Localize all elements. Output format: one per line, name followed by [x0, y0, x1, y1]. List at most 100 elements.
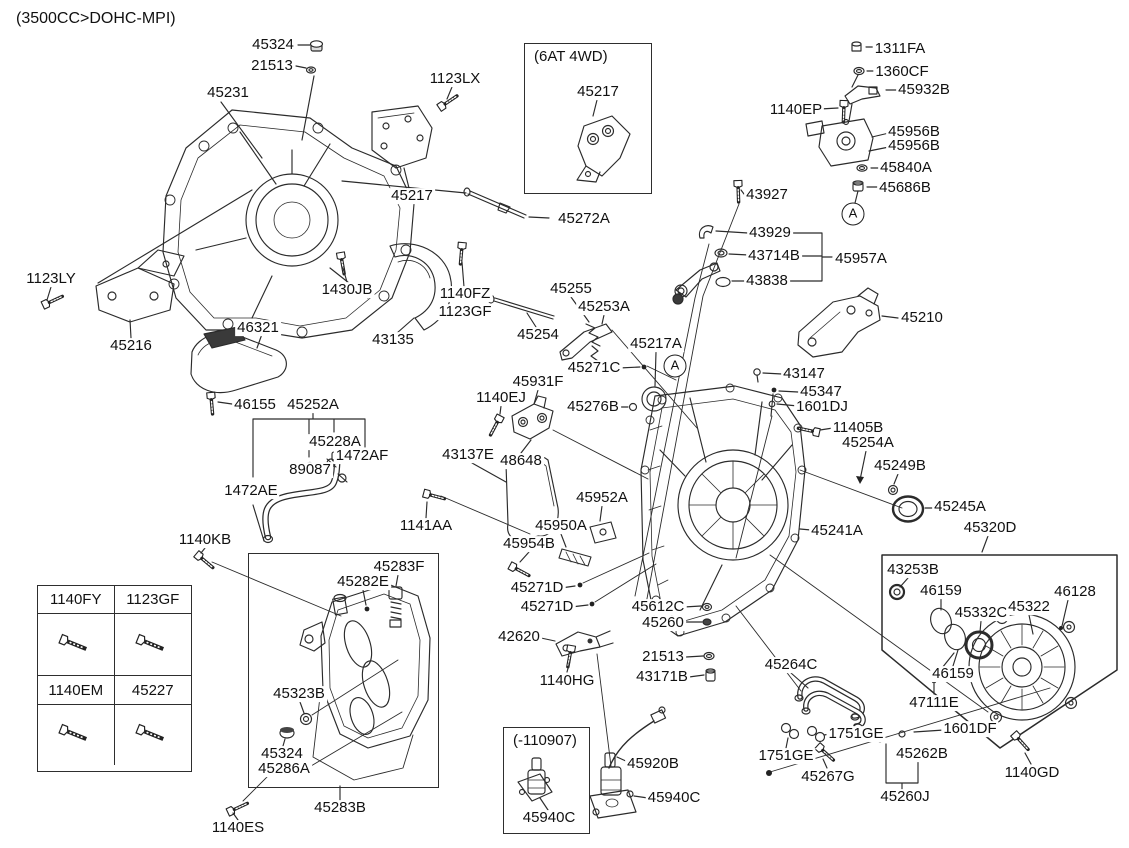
part-label-47111e: 47111E — [907, 694, 961, 712]
part-label-45245a: 45245A — [932, 498, 988, 516]
fastener-table-icon-cell — [38, 614, 115, 676]
part-label-46159: 46159 — [930, 665, 976, 683]
part-label-1123ly: 1123LY — [24, 270, 78, 288]
part-label-46128: 46128 — [1052, 583, 1098, 601]
part-label-1123lx: 1123LX — [427, 70, 483, 88]
part-label-1751ge: 1751GE — [756, 747, 816, 765]
part-label-45216: 45216 — [108, 337, 154, 355]
part-label-46155: 46155 — [232, 396, 278, 414]
part-label-45322: 45322 — [1006, 598, 1052, 616]
part-label-45231: 45231 — [205, 84, 251, 102]
part-label-45931f: 45931F — [510, 373, 566, 391]
part-label-43147: 43147 — [781, 365, 827, 383]
part-label-43135: 43135 — [370, 331, 416, 349]
part-label-45283b: 45283B — [312, 799, 368, 817]
part-label-43714b: 43714B — [746, 247, 802, 265]
part-label-45271c: 45271C — [565, 359, 623, 377]
part-label-1140fz: 1140FZ — [437, 285, 493, 303]
shift-lever-group-drawing — [634, 178, 833, 605]
fastener-table-icon-cell — [38, 705, 115, 765]
part-label-43927: 43927 — [744, 186, 790, 204]
circled-marker-a: A — [841, 202, 865, 226]
part-label-45950a: 45950A — [533, 517, 589, 535]
part-label-45271d: 45271D — [508, 579, 566, 597]
mount-bracket-45216-drawing — [39, 189, 253, 339]
transmission-case-drawing — [616, 351, 807, 637]
part-label-45260: 45260 — [640, 614, 686, 632]
rear-cover-group-drawing — [766, 554, 1118, 792]
six-at-4wd-box-label: (6AT 4WD) — [532, 48, 610, 65]
part-label-1141aa: 1141AA — [397, 517, 455, 535]
part-label-1140gd: 1140GD — [1002, 764, 1062, 782]
fastener-table-label-45227: 45227 — [114, 676, 191, 705]
part-label-45952a: 45952A — [574, 489, 630, 507]
part-label-21513: 21513 — [249, 57, 295, 75]
part-label-1601df: 1601DF — [941, 720, 999, 738]
part-label-43253b: 43253B — [885, 561, 941, 579]
speed-sensor-drawing — [517, 706, 667, 819]
part-label-45324: 45324 — [250, 36, 296, 54]
part-label-1311fa: 1311FA — [872, 40, 928, 58]
part-label-1751ge: 1751GE — [826, 725, 886, 743]
part-label-45323b: 45323B — [271, 685, 327, 703]
tube-parts-drawing — [506, 505, 716, 682]
part-label-46159: 46159 — [918, 582, 964, 600]
part-label-43171b: 43171B — [634, 668, 690, 686]
circled-marker-a: A — [663, 354, 687, 378]
part-label-45840a: 45840A — [878, 159, 934, 177]
part-label-46321: 46321 — [235, 319, 281, 337]
pre-110907-box: (-110907) — [503, 727, 590, 834]
manual-lever-drawing — [540, 630, 614, 767]
part-label-45217a: 45217A — [628, 335, 684, 353]
part-label-43929: 43929 — [747, 224, 793, 242]
fastener-table-icon-cell — [115, 705, 192, 765]
part-label-45954b: 45954B — [501, 535, 557, 553]
bolt-icon — [58, 633, 87, 651]
part-label-1140hg: 1140HG — [537, 672, 597, 690]
part-label-45217: 45217 — [575, 83, 621, 101]
part-label-1140ep: 1140EP — [767, 101, 825, 119]
part-label-1472af: 1472AF — [333, 447, 391, 465]
part-label-45320d: 45320D — [961, 519, 1019, 537]
part-label-45932b: 45932B — [896, 81, 952, 99]
fastener-table-icon-cell — [114, 614, 191, 676]
part-label-45249b: 45249B — [872, 457, 928, 475]
fastener-table-label-1140em: 1140EM — [38, 676, 115, 705]
part-label-45920b: 45920B — [625, 755, 681, 773]
part-label-45276b: 45276B — [565, 398, 621, 416]
part-label-1430jb: 1430JB — [319, 281, 375, 299]
mount-bracket-45217-drawing — [371, 86, 461, 189]
breather-plug-drawing — [295, 40, 324, 141]
part-label-1140ej: 1140EJ — [474, 389, 528, 407]
part-label-48648: 48648 — [498, 452, 544, 470]
part-label-45940c: 45940C — [645, 789, 703, 807]
part-label-45282e: 45282E — [335, 573, 391, 591]
part-label-43137e: 43137E — [440, 446, 496, 464]
part-label-45241a: 45241A — [809, 522, 865, 540]
part-label-89087: 89087 — [287, 461, 333, 479]
case-fasteners-drawing — [735, 368, 989, 713]
part-label-45940c: 45940C — [520, 809, 578, 827]
part-label-45332c: 45332C — [952, 604, 1010, 622]
part-label-1472ae: 1472AE — [222, 482, 280, 500]
part-label-1140kb: 1140KB — [176, 531, 234, 549]
part-label-42620: 42620 — [496, 628, 542, 646]
part-label-45254a: 45254A — [840, 434, 896, 452]
part-label-43838: 43838 — [744, 272, 790, 290]
part-label-45286a: 45286A — [256, 760, 312, 778]
inhibitor-switch-group-drawing — [805, 41, 899, 204]
bell-housing-drawing — [162, 101, 415, 339]
part-label-45264c: 45264C — [762, 656, 820, 674]
bolt-icon — [135, 633, 164, 651]
cooler-pipes-drawing — [735, 605, 866, 769]
converter-guard-drawing — [334, 240, 468, 334]
bolt-icon — [135, 723, 164, 741]
part-label-45228a: 45228A — [307, 433, 363, 451]
part-label-1360cf: 1360CF — [873, 63, 931, 81]
part-label-45252a: 45252A — [285, 396, 341, 414]
part-label-45271d: 45271D — [518, 598, 576, 616]
bolt-icon — [58, 723, 87, 741]
part-label-45255: 45255 — [548, 280, 594, 298]
